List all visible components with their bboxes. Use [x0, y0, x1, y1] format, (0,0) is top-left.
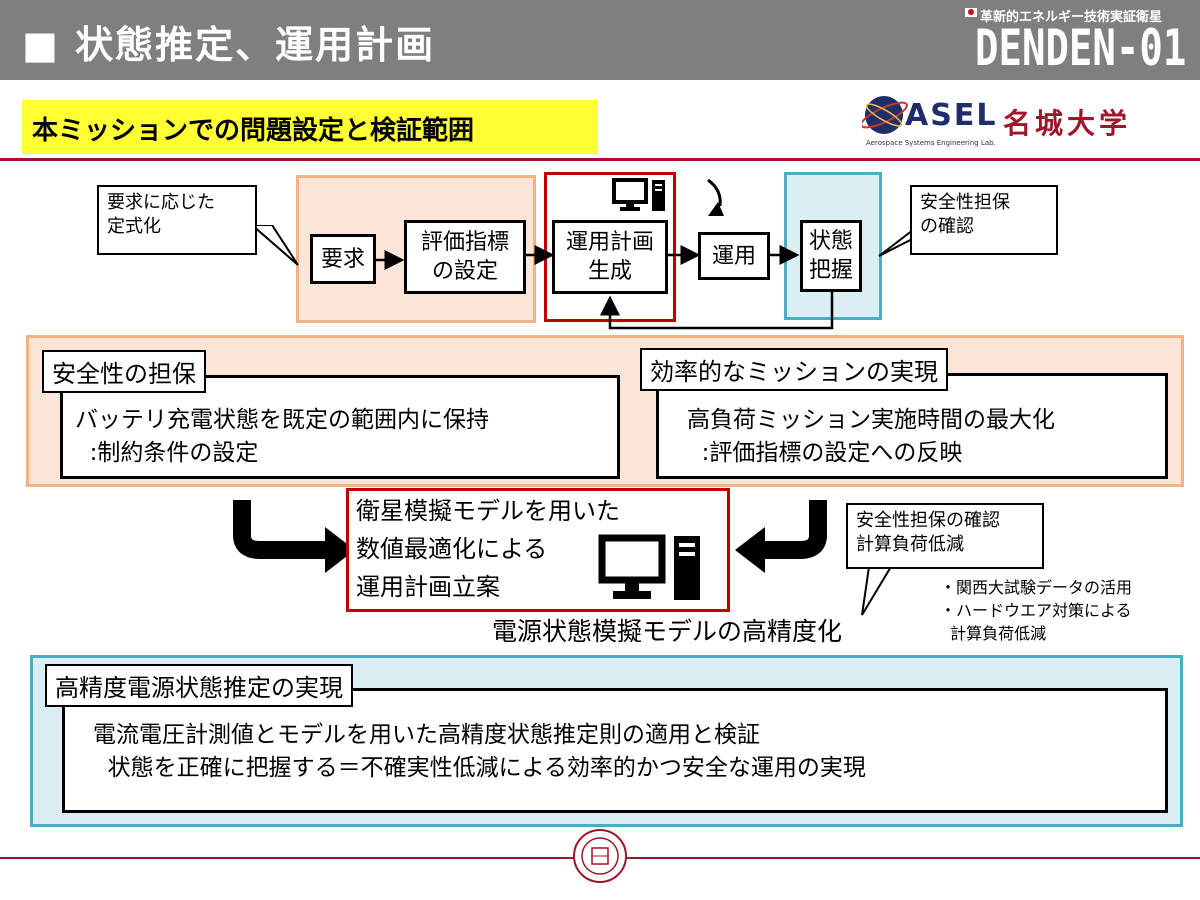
computer-icon [612, 178, 665, 211]
model-caption: 電源状態模擬モデルの高精度化 [492, 617, 843, 646]
section-subtitle: 本ミッションでの問題設定と検証範囲 [32, 116, 475, 146]
callout-formulation: 要求に応じた 定式化 [97, 185, 257, 255]
callout-left-tail [250, 225, 299, 266]
callout-model: 安全性担保の確認 計算負荷低減 [846, 503, 1044, 569]
estimation-tag: 高精度電源状態推定の実現 [45, 664, 353, 707]
efficiency-tag: 効率的なミッションの実現 [640, 348, 948, 391]
meijo-logo: 名城大学 [1003, 107, 1132, 140]
separator-line [0, 158, 1200, 161]
callout-safety-check: 安全性担保 の確認 [910, 185, 1058, 255]
estimation-panel: 電流電圧計測値とモデルを用いた高精度状態推定則の適用と検証 状態を正確に把握する… [62, 688, 1168, 813]
university-seal-icon [573, 829, 627, 883]
evaluation-index-box: 評価指標 の設定 [404, 220, 526, 294]
safety-tag: 安全性の担保 [42, 350, 206, 393]
subtitle-highlight [22, 100, 598, 154]
state-grasp-box: 状態 把握 [800, 220, 862, 292]
computer-icon [598, 534, 700, 600]
requirement-box: 要求 [310, 234, 376, 284]
brand-logo: DENDEN-01 [975, 19, 1187, 77]
operation-box: 運用 [698, 232, 770, 280]
header-bar [0, 0, 1200, 80]
asel-subtext: Aerospace Systems Engineering Lab. [866, 139, 996, 147]
safety-panel: バッテリ充電状態を既定の範囲内に保持 :制約条件の設定 [60, 375, 620, 479]
optimization-text: 衛星模擬モデルを用いた 数値最適化による 運用計画立案 [356, 497, 620, 601]
japan-flag-icon [965, 8, 977, 17]
page-title: ■ 状態推定、運用計画 [22, 23, 436, 67]
asel-logo-icon [862, 96, 908, 134]
model-notes: ・関西大試験データの活用 ・ハードウエア対策による 計算負荷低減 [940, 578, 1133, 643]
optimization-box [346, 488, 730, 612]
curved-arrows [233, 500, 827, 573]
antenna-icon [707, 178, 724, 216]
model-callout-tail [861, 560, 897, 616]
plan-generation-box: 運用計画 生成 [552, 220, 668, 294]
asel-logo-text: ASEL [905, 98, 998, 133]
brand-subtitle: 革新的エネルギー技術実証衛星 [980, 10, 1163, 25]
flow-arrows [375, 245, 834, 330]
